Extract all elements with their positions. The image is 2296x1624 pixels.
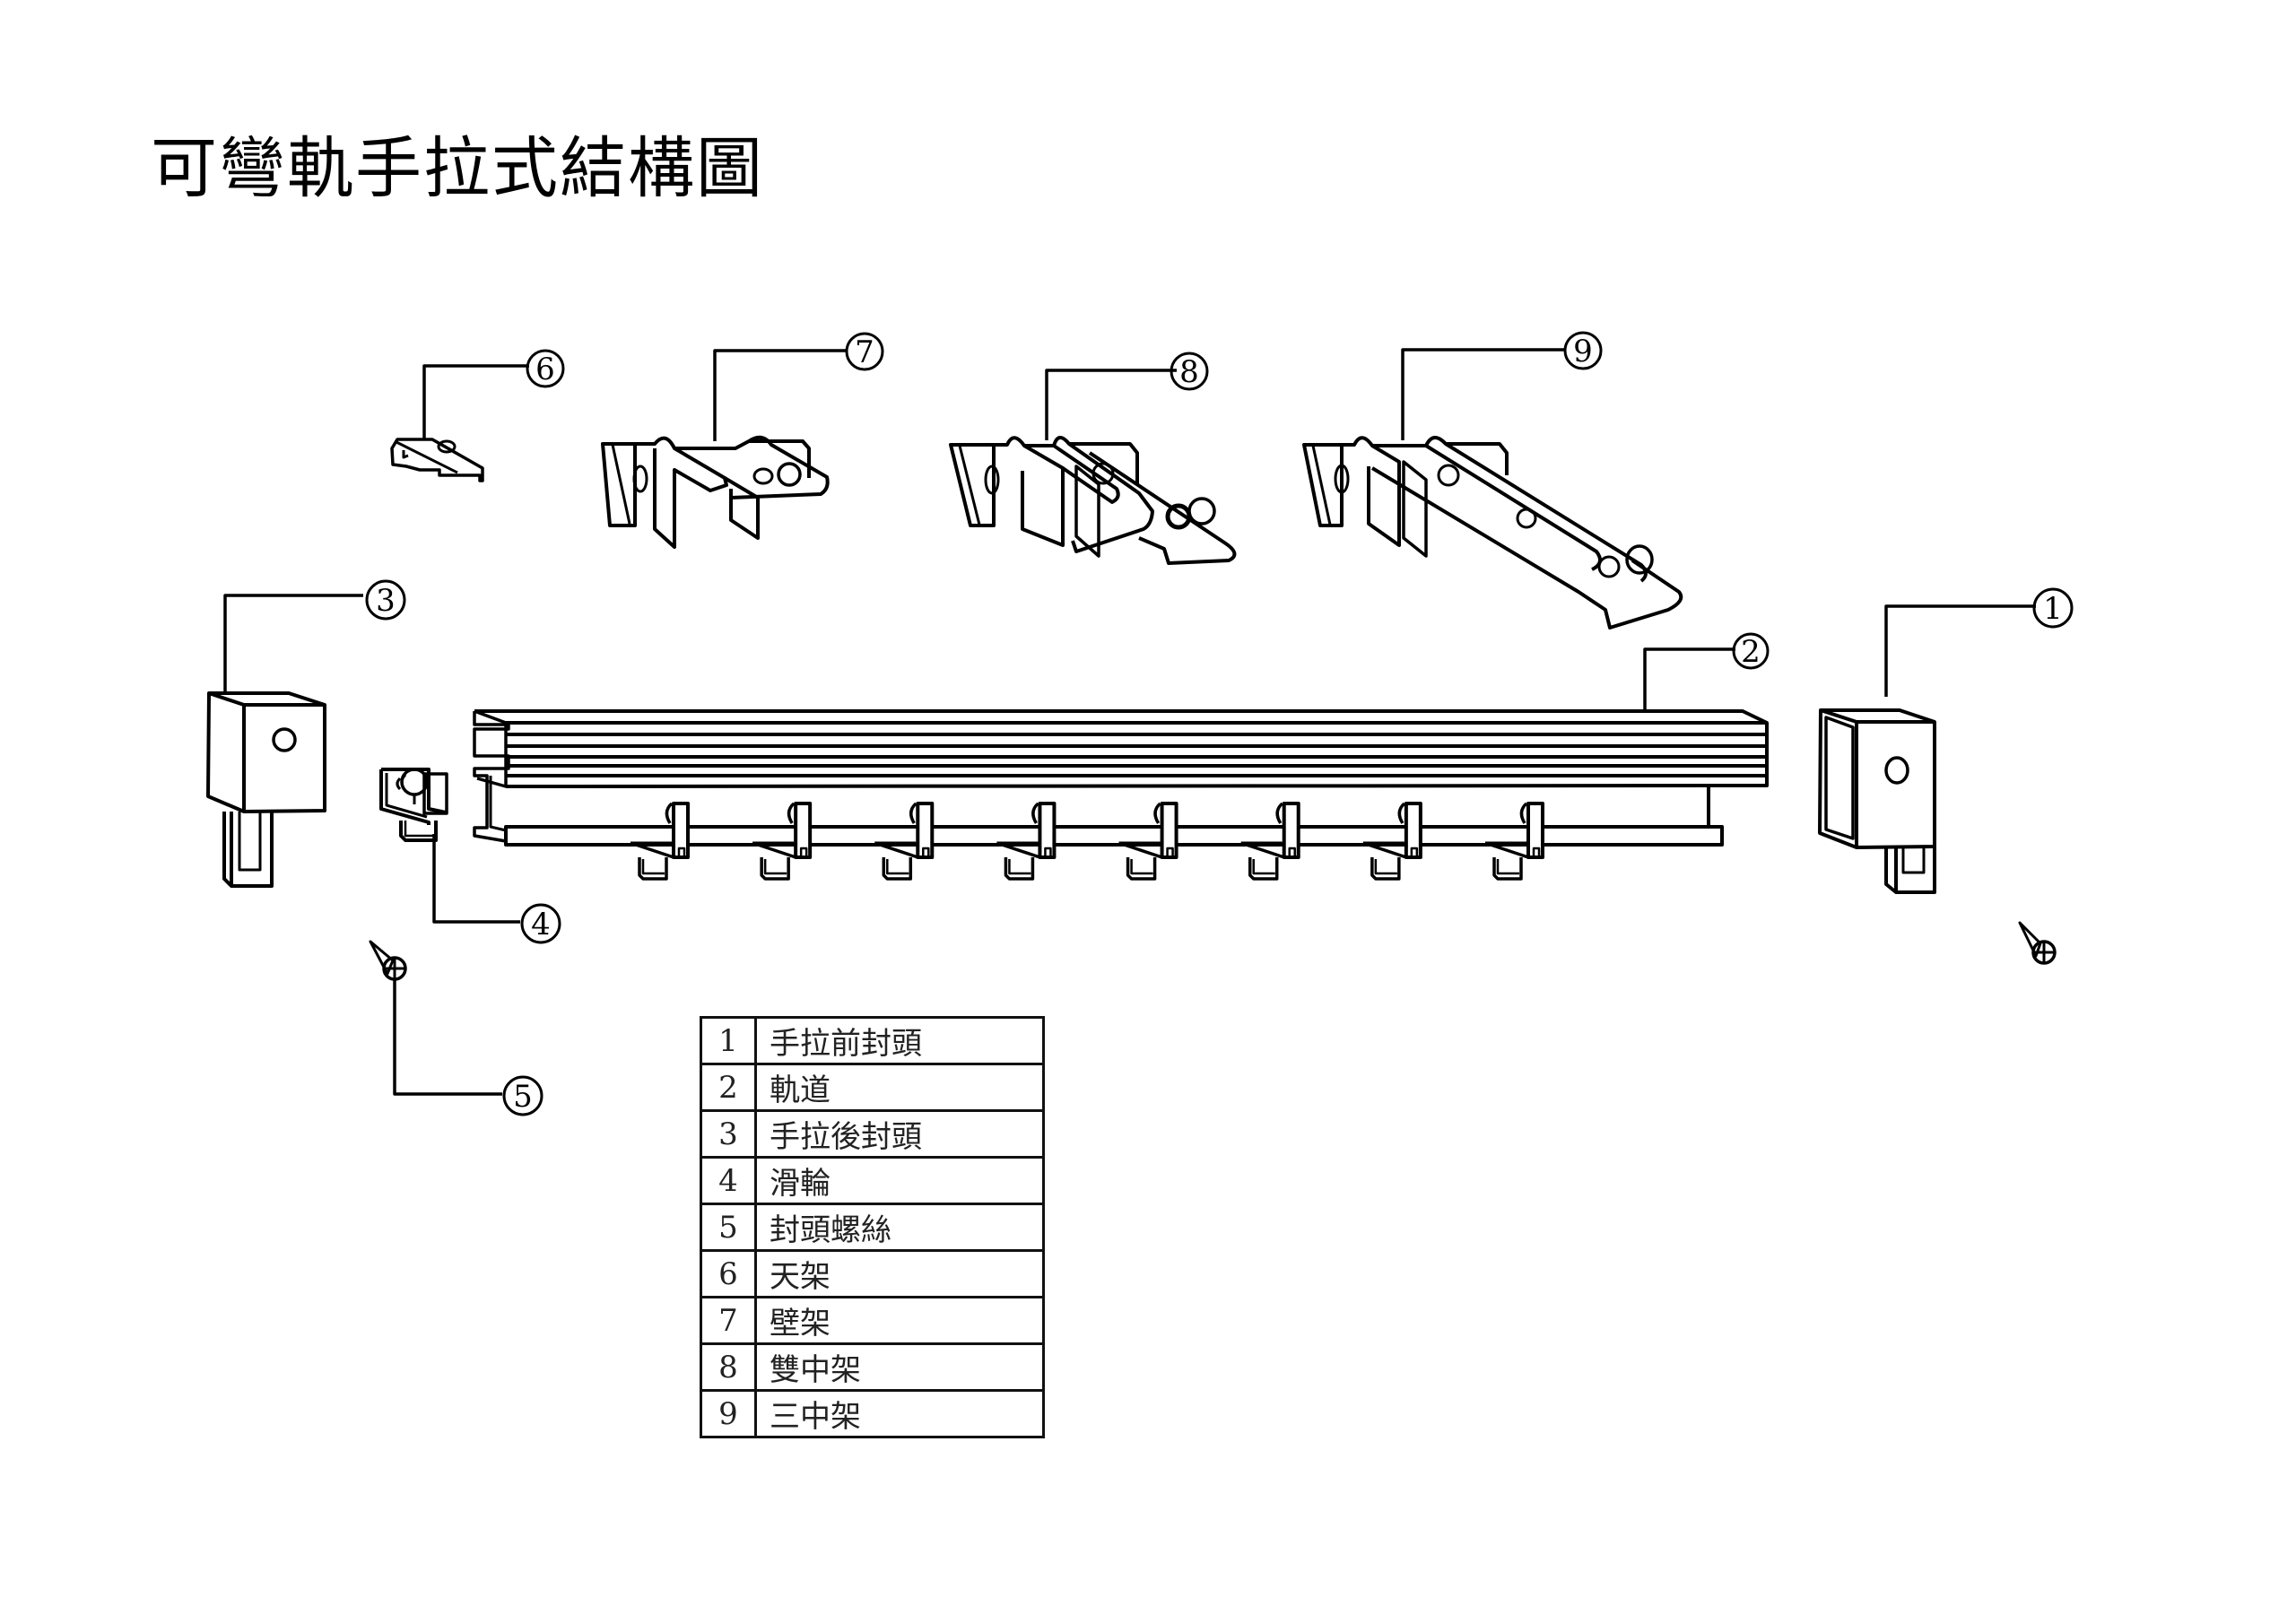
leader-6 [422, 364, 529, 439]
legend-number: 9 [700, 1389, 757, 1438]
legend-number: 7 [700, 1296, 757, 1345]
legend-part-name: 壁架 [754, 1296, 1045, 1345]
legend-number: 4 [700, 1156, 757, 1205]
triple-bracket [1302, 436, 1683, 630]
legend-number: 5 [700, 1203, 757, 1252]
end-cap-screw-right [2018, 921, 2057, 965]
legend-part-name: 手拉後封頭 [754, 1109, 1045, 1159]
track-glider [1362, 802, 1422, 881]
callout-9: 9 [1563, 331, 1603, 370]
track [473, 709, 1769, 847]
legend-part-name: 軌道 [754, 1063, 1045, 1112]
track-glider [996, 802, 1057, 881]
ceiling-bracket [390, 438, 484, 482]
leader-4 [432, 834, 520, 924]
svg-text:4: 4 [531, 907, 551, 942]
rear-end-cap [206, 691, 326, 888]
callout-8: 8 [1170, 352, 1209, 391]
leader-5 [393, 979, 502, 1096]
leader-2 [1643, 647, 1735, 711]
callout-4: 4 [520, 903, 561, 944]
front-end-cap [1818, 708, 1936, 894]
svg-text:9: 9 [1573, 334, 1593, 369]
glider [379, 768, 448, 842]
legend-part-name: 手拉前封頭 [754, 1016, 1045, 1065]
svg-text:6: 6 [535, 352, 555, 387]
svg-text:2: 2 [1741, 634, 1761, 670]
track-glider [1118, 802, 1178, 881]
legend-number: 3 [700, 1109, 757, 1159]
legend-part-name: 封頭螺絲 [754, 1203, 1045, 1252]
svg-text:1: 1 [2043, 591, 2063, 627]
track-glider [1484, 802, 1544, 881]
leader-3 [223, 594, 363, 693]
svg-text:3: 3 [376, 583, 396, 619]
callout-3: 3 [365, 579, 406, 621]
legend-number: 8 [700, 1342, 757, 1392]
callout-6: 6 [526, 349, 565, 388]
legend-part-name: 滑輪 [754, 1156, 1045, 1205]
callout-1: 1 [2032, 587, 2074, 629]
legend-number: 2 [700, 1063, 757, 1112]
svg-text:7: 7 [855, 334, 874, 370]
track-gliders [630, 802, 1544, 881]
callout-5: 5 [502, 1075, 544, 1116]
track-glider [874, 802, 935, 881]
legend-number: 1 [700, 1016, 757, 1065]
leader-7 [713, 349, 848, 441]
legend-number: 6 [700, 1249, 757, 1298]
callout-7: 7 [845, 332, 884, 371]
legend-part-name: 三中架 [754, 1389, 1045, 1438]
leader-8 [1045, 369, 1177, 440]
leader-9 [1401, 348, 1565, 440]
svg-text:8: 8 [1179, 354, 1199, 390]
svg-text:5: 5 [513, 1079, 533, 1115]
track-glider [1240, 802, 1300, 881]
legend-part-name: 雙中架 [754, 1342, 1045, 1392]
leader-1 [1884, 604, 2036, 697]
wall-bracket [601, 435, 830, 549]
track-glider [752, 802, 813, 881]
legend-part-name: 天架 [754, 1249, 1045, 1298]
track-glider [630, 802, 690, 881]
callout-2: 2 [1732, 632, 1770, 670]
double-bracket [949, 436, 1237, 565]
end-cap-screw [369, 940, 407, 981]
page-title: 可彎軌手拉式結構圖 [151, 130, 764, 207]
